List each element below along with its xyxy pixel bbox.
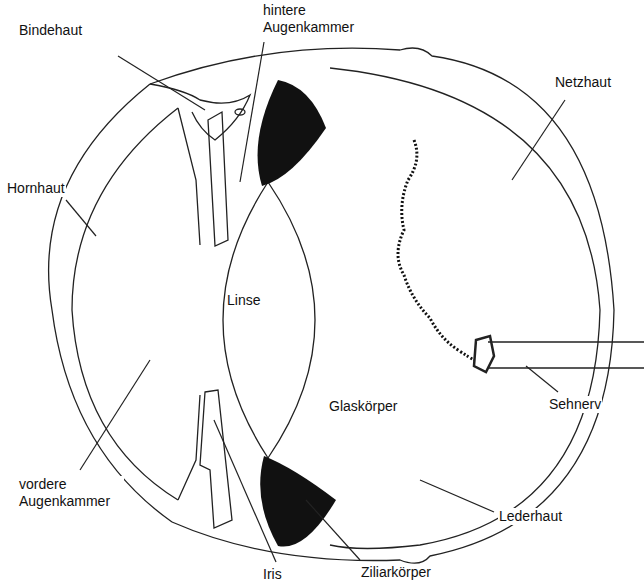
part-label: Netzhaut: [554, 74, 612, 91]
leader-line: [66, 200, 96, 236]
part-label: Linse: [226, 292, 261, 309]
part-label: Iris: [262, 566, 283, 583]
lens: [223, 182, 315, 458]
iris-bottom: [200, 390, 232, 528]
part-label: hintere Augenkammer: [262, 2, 364, 36]
cornea-outer: [49, 84, 172, 522]
optic-nerve: [488, 342, 644, 368]
leader-line: [214, 420, 276, 562]
cornea-inner: [72, 108, 178, 500]
retina-vessel: [398, 140, 474, 360]
part-label: Bindehaut: [18, 22, 83, 39]
sclera: [150, 48, 614, 563]
part-label: Hornhaut: [6, 180, 66, 197]
part-label: vordere Augenkammer: [18, 476, 124, 510]
part-label: Ziliarkörper: [360, 564, 432, 581]
leader-line: [118, 56, 205, 110]
leader-line: [512, 100, 565, 180]
eye-outline: [49, 48, 644, 563]
leader-line: [420, 480, 494, 512]
leader-lines: [66, 42, 565, 562]
leader-line: [526, 366, 558, 392]
leader-line: [240, 42, 264, 182]
optic-disc: [474, 336, 494, 372]
iris-top: [208, 112, 228, 246]
iris-edge-bottom: [178, 395, 200, 500]
part-label: Sehnerv: [548, 396, 602, 413]
ciliary-body-bottom: [260, 456, 336, 547]
leader-line: [306, 500, 360, 560]
part-label: Lederhaut: [498, 508, 563, 525]
conjunctiva-vessel: [235, 109, 245, 115]
retina-line: [330, 68, 600, 549]
conjunctiva: [150, 84, 250, 140]
part-label: Glaskörper: [328, 398, 398, 415]
ciliary-body-top: [258, 80, 326, 186]
leader-line: [80, 360, 150, 470]
iris-edge: [178, 108, 200, 245]
